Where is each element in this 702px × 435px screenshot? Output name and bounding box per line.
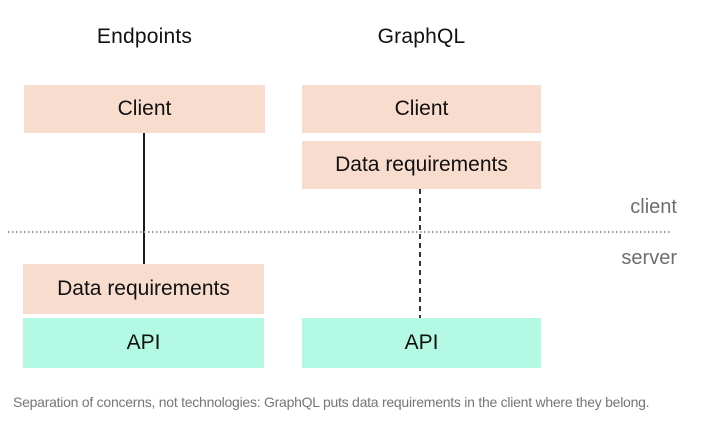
server-zone-label: server: [621, 247, 677, 269]
graphql-connector-dashed-line: [419, 189, 421, 318]
graphql-api-box: API: [302, 318, 541, 368]
graphql-data-requirements-box: Data requirements: [302, 141, 541, 189]
graphql-client-box: Client: [302, 85, 541, 133]
endpoints-data-requirements-box: Data requirements: [23, 264, 264, 314]
client-server-divider: [8, 231, 672, 233]
endpoints-connector-line: [143, 133, 145, 264]
endpoints-client-box: Client: [24, 85, 265, 133]
diagram-caption: Separation of concerns, not technologies…: [13, 394, 650, 410]
client-zone-label: client: [630, 196, 677, 218]
endpoints-column-title: Endpoints: [96, 25, 193, 48]
graphql-column-title: GraphQL: [377, 25, 466, 48]
endpoints-api-box: API: [23, 318, 264, 368]
